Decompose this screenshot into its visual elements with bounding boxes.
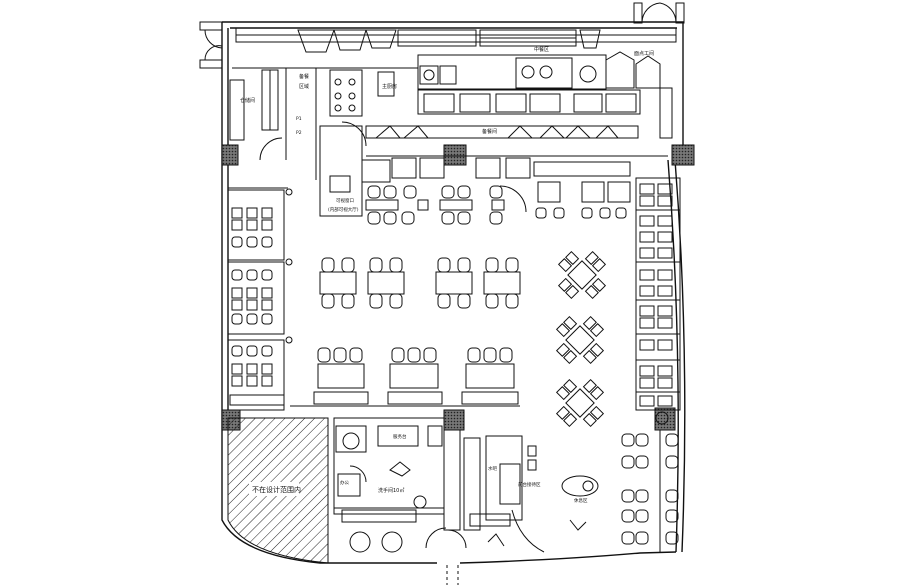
label-lounge: 休息区 <box>574 497 588 504</box>
label-station-2: P2 <box>296 130 302 136</box>
columns <box>221 144 695 431</box>
entrance <box>446 565 459 585</box>
label-reception: 前台接待区 <box>518 481 541 488</box>
left-door <box>199 21 223 69</box>
label-not-in-scope: 不在设计范围内 <box>252 485 301 494</box>
label-station-1: P1 <box>296 116 302 122</box>
label-prep-a: 备餐 <box>299 73 309 80</box>
top-right-door <box>633 2 685 24</box>
label-storage: 仓储间 <box>240 97 255 104</box>
label-pass-window-note: (内部可视大厅) <box>328 206 359 213</box>
lower-right-tables <box>621 411 679 552</box>
center-tables <box>290 185 521 407</box>
left-booths <box>227 187 293 411</box>
label-counter: 备餐间 <box>482 128 497 135</box>
lower-rooms <box>333 417 599 553</box>
label-restroom: 洗手间10㎡ <box>378 487 404 494</box>
kitchen <box>229 27 677 217</box>
label-main-kitchen: 主厨房 <box>382 83 397 90</box>
upper-right-booths <box>533 161 631 219</box>
label-pass-window: 可视窗口 <box>336 197 354 204</box>
label-water-bar: 水吧 <box>488 465 497 472</box>
label-service-counter: 服务台 <box>393 433 407 440</box>
diamond-tables <box>555 250 607 428</box>
label-kitchen-top-b: 面点工间 <box>634 50 654 57</box>
room-labels: 中餐区 面点工间 备餐 区域 主厨房 仓储间 P1 P2 备餐间 可视窗口 (内… <box>240 46 654 504</box>
label-prep-b: 区域 <box>299 83 309 90</box>
right-booths <box>635 177 681 411</box>
label-office: 办公 <box>340 479 349 486</box>
label-kitchen-top-a: 中餐区 <box>534 46 549 53</box>
